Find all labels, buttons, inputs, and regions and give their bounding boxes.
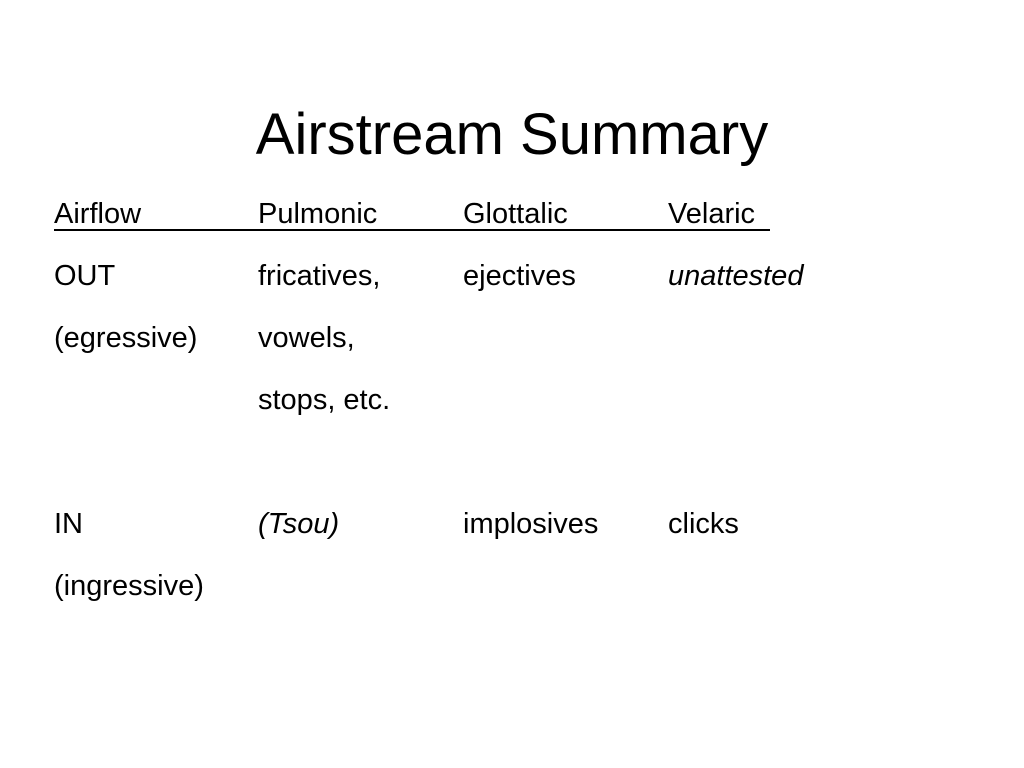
- cell-airflow: IN: [54, 508, 83, 540]
- header-airflow: Airflow: [54, 198, 142, 230]
- table-row: OUT fricatives, ejectives unattested: [54, 256, 934, 318]
- table-row: stops, etc.: [54, 380, 934, 442]
- airstream-table: Airflow Pulmonic Glottalic Velaric OUT f…: [54, 194, 934, 628]
- table-row-spacer: [54, 442, 934, 504]
- cell-airflow: (egressive): [54, 322, 198, 354]
- cell-pulmonic: vowels,: [258, 322, 355, 354]
- cell-airflow: OUT: [54, 260, 116, 292]
- table-header-row: Airflow Pulmonic Glottalic Velaric: [54, 194, 934, 256]
- slide-title: Airstream Summary: [255, 102, 769, 167]
- cell-glottalic: implosives: [463, 508, 599, 540]
- header-velaric: Velaric: [668, 198, 756, 230]
- cell-airflow: (ingressive): [54, 570, 204, 602]
- header-glottalic: Glottalic: [463, 198, 568, 230]
- header-pulmonic: Pulmonic: [258, 198, 378, 230]
- cell-velaric: clicks: [668, 508, 739, 540]
- cell-pulmonic: (Tsou): [258, 508, 340, 540]
- table-row: IN (Tsou) implosives clicks: [54, 504, 934, 566]
- header-underline: [54, 229, 770, 231]
- table-row: (ingressive): [54, 566, 934, 628]
- cell-glottalic: ejectives: [463, 260, 576, 292]
- cell-pulmonic: stops, etc.: [258, 384, 391, 416]
- cell-velaric: unattested: [668, 260, 804, 292]
- table-row: (egressive) vowels,: [54, 318, 934, 380]
- cell-pulmonic: fricatives,: [258, 260, 381, 292]
